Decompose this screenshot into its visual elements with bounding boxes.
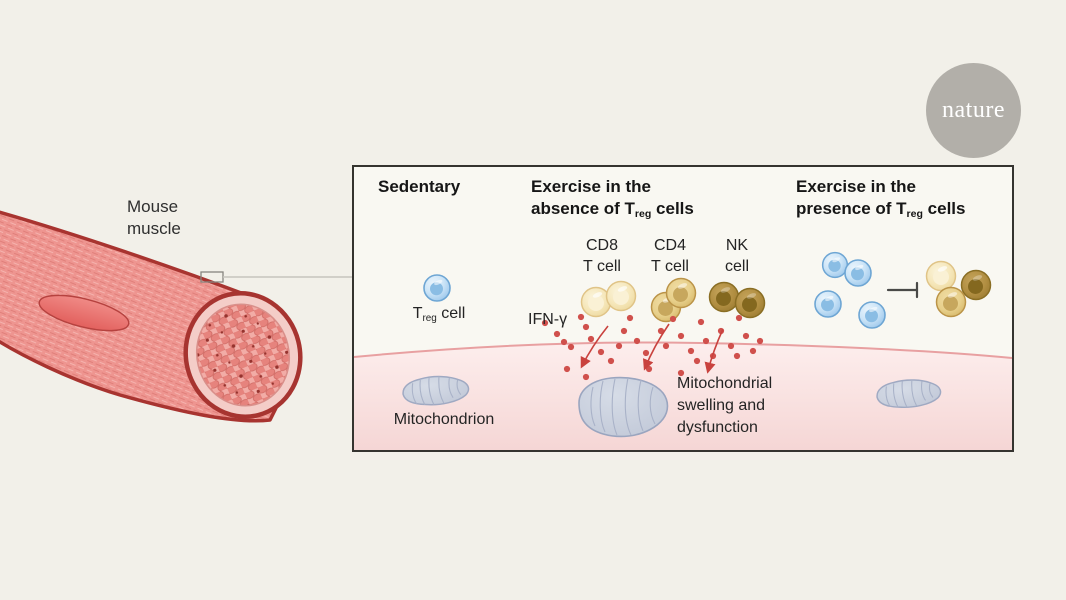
muscle-surface-fiber — [38, 294, 130, 332]
mitochondrial-swelling-label: Mitochondrial swelling and dysfunction — [677, 375, 773, 436]
header-presence-line1: Exercise in the — [796, 177, 917, 196]
header-absence: Exercise in the absence of Treg cells — [531, 176, 741, 225]
nk-cell-label: NK cell — [724, 237, 749, 275]
header-sedentary: Sedentary — [378, 177, 461, 196]
header-presence: Exercise in the presence of Treg cells — [796, 176, 1011, 225]
muscle-cross-section — [183, 291, 303, 419]
treg-subscript: reg — [634, 208, 652, 221]
treg-cell-icon — [423, 274, 451, 302]
treg-subscript: reg — [422, 312, 437, 324]
header-absence-line1: Exercise in the — [531, 177, 652, 196]
mitochondrion-label: Mitochondrion — [393, 411, 495, 428]
treg-cell-label: Treg cell — [412, 305, 466, 324]
muscle-tissue-surface-line — [353, 341, 1013, 359]
nature-logo-text: nature — [942, 97, 1005, 123]
ifn-gamma-dots — [541, 313, 764, 390]
inhibition-arrow — [886, 281, 919, 299]
header-absence-line2: absence of Treg cells — [531, 199, 694, 221]
muscle-tissue-background — [354, 342, 1012, 450]
treg-subscript: reg — [906, 208, 923, 221]
nature-logo: nature — [926, 63, 1021, 158]
mouse-muscle-illustration — [0, 210, 303, 423]
header-presence-line2: presence of Treg cells — [796, 199, 966, 221]
ifn-gamma-arrows — [580, 323, 724, 374]
ifn-gamma-label: IFN-γ — [528, 311, 568, 328]
cd4-cell-label: CD4 T cell — [651, 237, 689, 275]
cd8-cell-label: CD8 T cell — [583, 237, 621, 275]
mouse-muscle-label: Mouse muscle — [127, 197, 181, 238]
mitochondrion-swollen-icon — [578, 376, 669, 438]
